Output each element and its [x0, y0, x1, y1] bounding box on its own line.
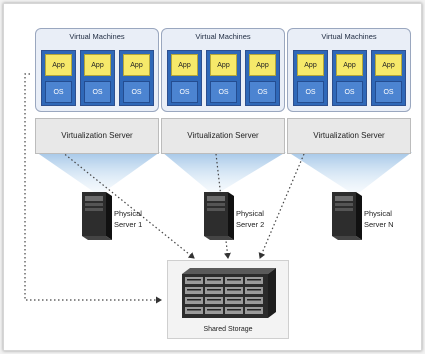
os-box: OS [249, 81, 276, 103]
vm-panel-3: Virtual Machines App OS App OS App OS [287, 28, 411, 112]
arrow-server3-storage [258, 153, 305, 259]
server-label-line1: Physical [364, 209, 392, 218]
virtual-machine: App OS [80, 50, 115, 106]
arrow-server1-storage [61, 151, 195, 259]
app-box: App [84, 54, 111, 76]
physical-server-label-1: Physical Server 1 [114, 208, 142, 230]
virtualization-server-2: Virtualization Server [161, 118, 285, 154]
virtual-machine: App OS [41, 50, 76, 106]
server-label-line1: Physical [114, 209, 142, 218]
shared-storage-panel: Shared Storage [167, 260, 289, 339]
app-box: App [210, 54, 237, 76]
beam-1 [36, 152, 160, 192]
os-box: OS [45, 81, 72, 103]
os-box: OS [336, 81, 363, 103]
physical-server-icon [332, 192, 362, 240]
beam-3 [288, 152, 412, 192]
connection-layer [24, 73, 412, 304]
vm-panel-title: Virtual Machines [321, 32, 377, 41]
server-label-line2: Server 1 [114, 220, 143, 229]
app-box: App [45, 54, 72, 76]
server-label-line2: Server N [364, 220, 394, 229]
storage-array-icon [182, 268, 276, 318]
os-box: OS [123, 81, 150, 103]
server-label-line2: Server 2 [236, 220, 265, 229]
app-box: App [336, 54, 363, 76]
virtual-machine: App OS [293, 50, 328, 106]
virtual-machine: App OS [167, 50, 202, 106]
os-box: OS [171, 81, 198, 103]
vm-panel-1: Virtual Machines App OS App OS App OS [35, 28, 159, 112]
virtual-machine: App OS [332, 50, 367, 106]
vm-panel-2: Virtual Machines App OS App OS App OS [161, 28, 285, 112]
virtual-machine: App OS [119, 50, 154, 106]
physical-server-label-2: Physical Server 2 [236, 208, 264, 230]
virtualization-server-1: Virtualization Server [35, 118, 159, 154]
vm-panel-title: Virtual Machines [69, 32, 125, 41]
os-box: OS [210, 81, 237, 103]
app-box: App [123, 54, 150, 76]
physical-server-icon [204, 192, 234, 240]
server-label-line1: Physical [236, 209, 264, 218]
os-box: OS [84, 81, 111, 103]
virtual-machine: App OS [206, 50, 241, 106]
physical-server-label-3: Physical Server N [364, 208, 394, 230]
app-box: App [375, 54, 402, 76]
beam-2 [162, 152, 286, 192]
app-box: App [249, 54, 276, 76]
virtual-machine: App OS [371, 50, 406, 106]
shared-storage-label: Shared Storage [203, 326, 253, 333]
vm-panel-title: Virtual Machines [195, 32, 251, 41]
app-box: App [171, 54, 198, 76]
physical-server-icon [82, 192, 112, 240]
app-box: App [297, 54, 324, 76]
os-box: OS [375, 81, 402, 103]
os-box: OS [297, 81, 324, 103]
virtualization-server-3: Virtualization Server [287, 118, 411, 154]
diagram-frame: Virtual Machines App OS App OS App OS Vi… [3, 3, 422, 351]
virtual-machine: App OS [245, 50, 280, 106]
